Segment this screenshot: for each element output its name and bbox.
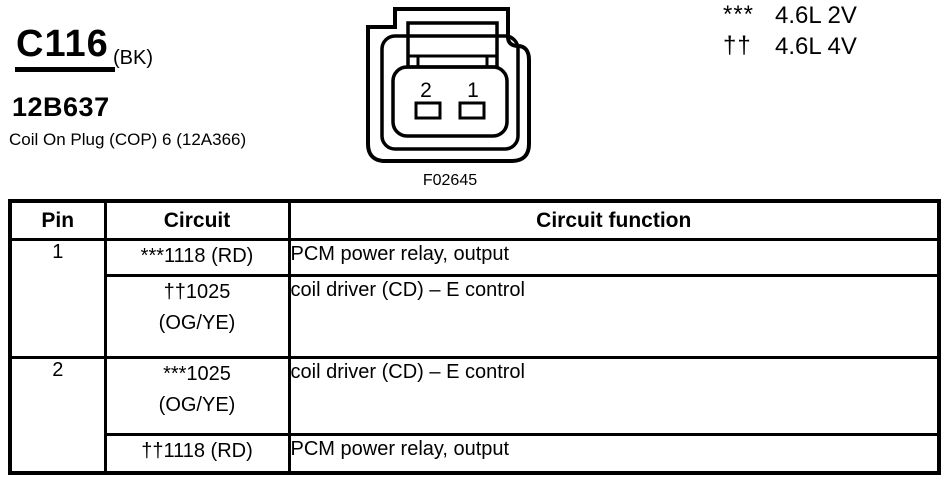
table-row: ††1025 (OG/YE) coil driver (CD) – E cont… (10, 274, 941, 359)
function-cell: coil driver (CD) – E control (287, 356, 941, 436)
legend-label: 4.6L 4V (775, 33, 857, 60)
circuit-cell: ††1025 (OG/YE) (103, 274, 291, 359)
legend-label: 4.6L 2V (775, 2, 857, 29)
footnote-legend: *** 4.6L 2V †† 4.6L 4V (723, 2, 857, 64)
legend-row: *** 4.6L 2V (723, 2, 857, 33)
function-cell: coil driver (CD) – E control (287, 274, 941, 359)
footnote-asterisk-symbol: *** (723, 1, 755, 28)
part-number: 12B637 (12, 92, 110, 122)
circuit-text: ***1025 (163, 363, 231, 385)
connector-face-drawing: 2 1 (366, 7, 531, 163)
table-row: ††1118 (RD) PCM power relay, output (10, 433, 941, 474)
table-row: 2 ***1025 (OG/YE) coil driver (CD) – E c… (8, 356, 941, 474)
legend-row: †† 4.6L 4V (723, 33, 857, 64)
function-cell: PCM power relay, output (287, 238, 941, 277)
circuit-cell: ***1025 (OG/YE) (103, 356, 291, 436)
circuit-text: (OG/YE) (158, 394, 236, 416)
pin-2-label: 2 (420, 79, 432, 102)
footnote-dagger-symbol: †† (723, 32, 752, 59)
pin-1-cell: 1 (8, 238, 107, 359)
figure-caption: F02645 (422, 172, 478, 189)
col-header-circuit: Circuit (103, 199, 291, 241)
pin-2-slot (414, 101, 442, 120)
connector-middle-shell (380, 34, 520, 151)
circuit-cell: ***1118 (RD) (103, 238, 291, 277)
connector-id: C116 (15, 22, 115, 72)
circuit-text: (OG/YE) (158, 312, 236, 334)
circuit-text: ††1025 (163, 281, 231, 303)
connector-color-code: (BK) (113, 47, 153, 69)
pin-2-cell: 2 (8, 356, 107, 474)
table-header-row: Pin Circuit Circuit function (8, 199, 941, 241)
col-header-pin: Pin (8, 199, 107, 241)
connector-pin-cavity (391, 65, 509, 138)
circuit-text: ††1118 (RD) (141, 440, 253, 462)
circuit-text: ***1118 (RD) (140, 245, 254, 267)
part-description: Coil On Plug (COP) 6 (12A366) (9, 130, 247, 149)
pinout-table: Pin Circuit Circuit function 1 ***1118 (… (8, 199, 941, 475)
connector-outer-shell (366, 7, 531, 163)
function-cell: PCM power relay, output (287, 433, 941, 474)
table-row: 1 ***1118 (RD) PCM power relay, output (8, 238, 941, 359)
pin-1-label: 1 (467, 79, 479, 102)
circuit-cell: ††1118 (RD) (103, 433, 291, 474)
connector-latch (406, 21, 499, 69)
pin-1-slot (458, 101, 486, 120)
connector-diagram: 2 1 (360, 4, 540, 165)
col-header-circuit-function: Circuit function (287, 199, 941, 241)
